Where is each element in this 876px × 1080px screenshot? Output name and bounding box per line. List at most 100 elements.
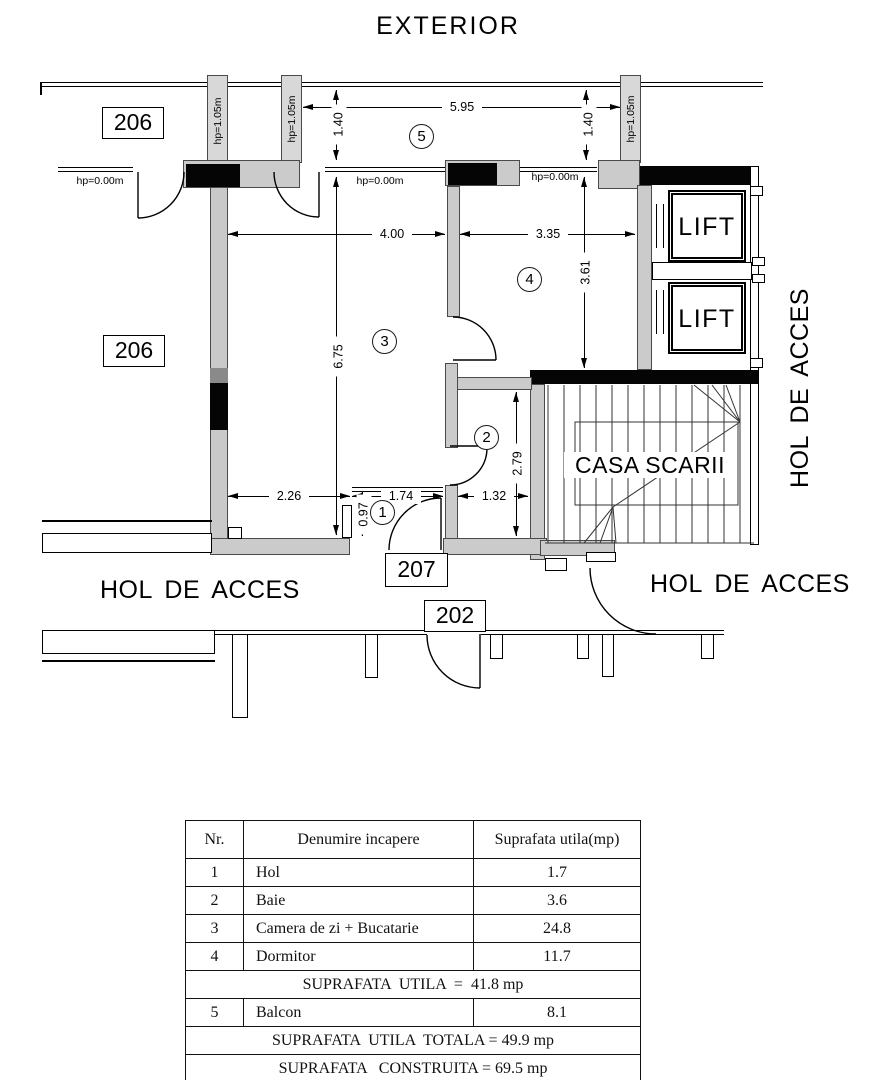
room-mark-balcon: 5 bbox=[409, 124, 434, 149]
dim-arrow bbox=[583, 150, 589, 160]
cell-name: Baie bbox=[243, 886, 474, 915]
dim-arrow bbox=[435, 231, 445, 237]
dim-arrow bbox=[513, 392, 519, 402]
dim-arrow bbox=[433, 493, 443, 499]
window bbox=[520, 167, 597, 172]
corridor-stub bbox=[232, 634, 248, 718]
wall-block-black bbox=[186, 164, 240, 187]
dim-arrow bbox=[518, 493, 528, 499]
apartment-tag-206: 206 bbox=[102, 107, 164, 139]
railing-end-tick bbox=[40, 82, 42, 95]
dim-arrow bbox=[458, 493, 468, 499]
door-leaves-and-arcs bbox=[137, 171, 657, 689]
table-subtotal-row: SUPRAFATA UTILA = 41.8 mp bbox=[185, 970, 641, 999]
door-arc bbox=[273, 171, 320, 218]
table-row: 2 Baie 3.6 bbox=[185, 886, 641, 915]
built-cell: SUPRAFATA CONSTRUITA = 69.5 mp bbox=[185, 1054, 641, 1080]
dim-label: 5.95 bbox=[442, 100, 482, 115]
corridor-bar bbox=[42, 630, 215, 654]
cell-nr: 3 bbox=[185, 914, 244, 943]
wall-bedroom-right bbox=[637, 185, 652, 370]
wall-tab bbox=[750, 358, 763, 368]
subtotal-cell: SUPRAFATA UTILA = 41.8 mp bbox=[185, 970, 641, 999]
page-title: EXTERIOR bbox=[376, 12, 520, 40]
cell-area: 8.1 bbox=[473, 998, 641, 1027]
room-mark-camera: 3 bbox=[372, 329, 397, 354]
room-mark-baie: 2 bbox=[474, 425, 499, 450]
wall-corner-notch bbox=[228, 527, 242, 539]
table-row: 5 Balcon 8.1 bbox=[185, 998, 641, 1027]
wall-tab bbox=[752, 257, 765, 266]
wall-tab bbox=[750, 186, 763, 196]
corridor-wall-line bbox=[42, 520, 212, 522]
dim-arrow bbox=[228, 493, 238, 499]
door-arc bbox=[449, 447, 488, 486]
wall-left-black-segment bbox=[210, 383, 228, 430]
wall-tab bbox=[752, 274, 765, 283]
cell-name: Camera de zi + Bucatarie bbox=[243, 914, 474, 943]
cell-area: 24.8 bbox=[473, 914, 641, 943]
lift-shaft-1 bbox=[668, 190, 746, 262]
corridor-stub bbox=[602, 634, 614, 677]
wall-bath-left-upper bbox=[445, 363, 458, 448]
wall-stub-hall bbox=[342, 505, 352, 538]
cell-nr: 5 bbox=[185, 998, 244, 1027]
dim-label: 4.00 bbox=[372, 227, 412, 242]
wall-black-band-stairs bbox=[530, 370, 758, 384]
stair-step-rect bbox=[586, 552, 616, 562]
dim-arrow bbox=[513, 526, 519, 536]
dim-label: 6.75 bbox=[331, 336, 347, 377]
table-row: 3 Camera de zi + Bucatarie 24.8 bbox=[185, 914, 641, 943]
lift-shaft-2 bbox=[668, 282, 746, 354]
dim-label: 3.61 bbox=[578, 252, 594, 293]
wall-stairwell-west bbox=[530, 384, 545, 560]
balcony-railing bbox=[40, 82, 763, 87]
dim-label: 1.40 bbox=[331, 104, 347, 145]
dim-label: 1.74 bbox=[381, 489, 421, 504]
dim-label: 1.40 bbox=[581, 104, 597, 145]
door-arc bbox=[137, 171, 185, 219]
dim-arrow bbox=[228, 231, 238, 237]
corridor-wall-bar bbox=[42, 533, 212, 553]
corridor-stub bbox=[701, 634, 714, 659]
dim-arrow bbox=[625, 231, 635, 237]
table-total-row: SUPRAFATA UTILA TOTALA = 49.9 mp bbox=[185, 1026, 641, 1055]
sill-height-label: hp=0.00m bbox=[531, 171, 579, 183]
wall-block-black bbox=[448, 163, 497, 185]
sill-height-label: hp=0.00m bbox=[76, 175, 124, 187]
apartment-tag-207: 207 bbox=[385, 553, 448, 587]
parapet-height-label: hp=1.05m bbox=[212, 97, 224, 145]
wall-left-dark-segment bbox=[210, 368, 228, 383]
total-cell: SUPRAFATA UTILA TOTALA = 49.9 mp bbox=[185, 1026, 641, 1055]
cell-area: 1.7 bbox=[473, 858, 641, 887]
lift-label-2: LIFT bbox=[678, 305, 736, 333]
lift-door-rails bbox=[656, 204, 664, 248]
lift-door-rails bbox=[656, 290, 664, 334]
door-arc bbox=[426, 634, 481, 689]
dim-arrow bbox=[581, 177, 587, 187]
door-jamb-rect bbox=[545, 558, 567, 571]
table-header-row: Nr. Denumire incapere Suprafata utila(mp… bbox=[185, 820, 641, 859]
window bbox=[58, 167, 133, 172]
table-row: 1 Hol 1.7 bbox=[185, 858, 641, 887]
cell-nr: 1 bbox=[185, 858, 244, 887]
cell-area: 3.6 bbox=[473, 886, 641, 915]
door-arc bbox=[452, 316, 497, 361]
parapet-height-label: hp=1.05m bbox=[625, 95, 637, 143]
cell-name: Dormitor bbox=[243, 942, 474, 971]
header-area: Suprafata utila(mp) bbox=[473, 820, 641, 859]
door-arc bbox=[589, 567, 657, 635]
dim-label: 2.79 bbox=[510, 443, 526, 484]
dim-label: 2.26 bbox=[269, 489, 309, 504]
table-row: 4 Dormitor 11.7 bbox=[185, 942, 641, 971]
dim-label: 3.35 bbox=[528, 227, 568, 242]
header-name: Denumire incapere bbox=[243, 820, 474, 859]
cell-nr: 4 bbox=[185, 942, 244, 971]
hall-label-right: HOL DE ACCES bbox=[650, 570, 850, 598]
cell-nr: 2 bbox=[185, 886, 244, 915]
hall-label-vertical: HOL DE ACCES bbox=[786, 288, 814, 488]
dim-label: 1.32 bbox=[474, 489, 514, 504]
staircase-label: CASA SCARII bbox=[564, 452, 736, 478]
wall-outer-right bbox=[750, 166, 759, 545]
